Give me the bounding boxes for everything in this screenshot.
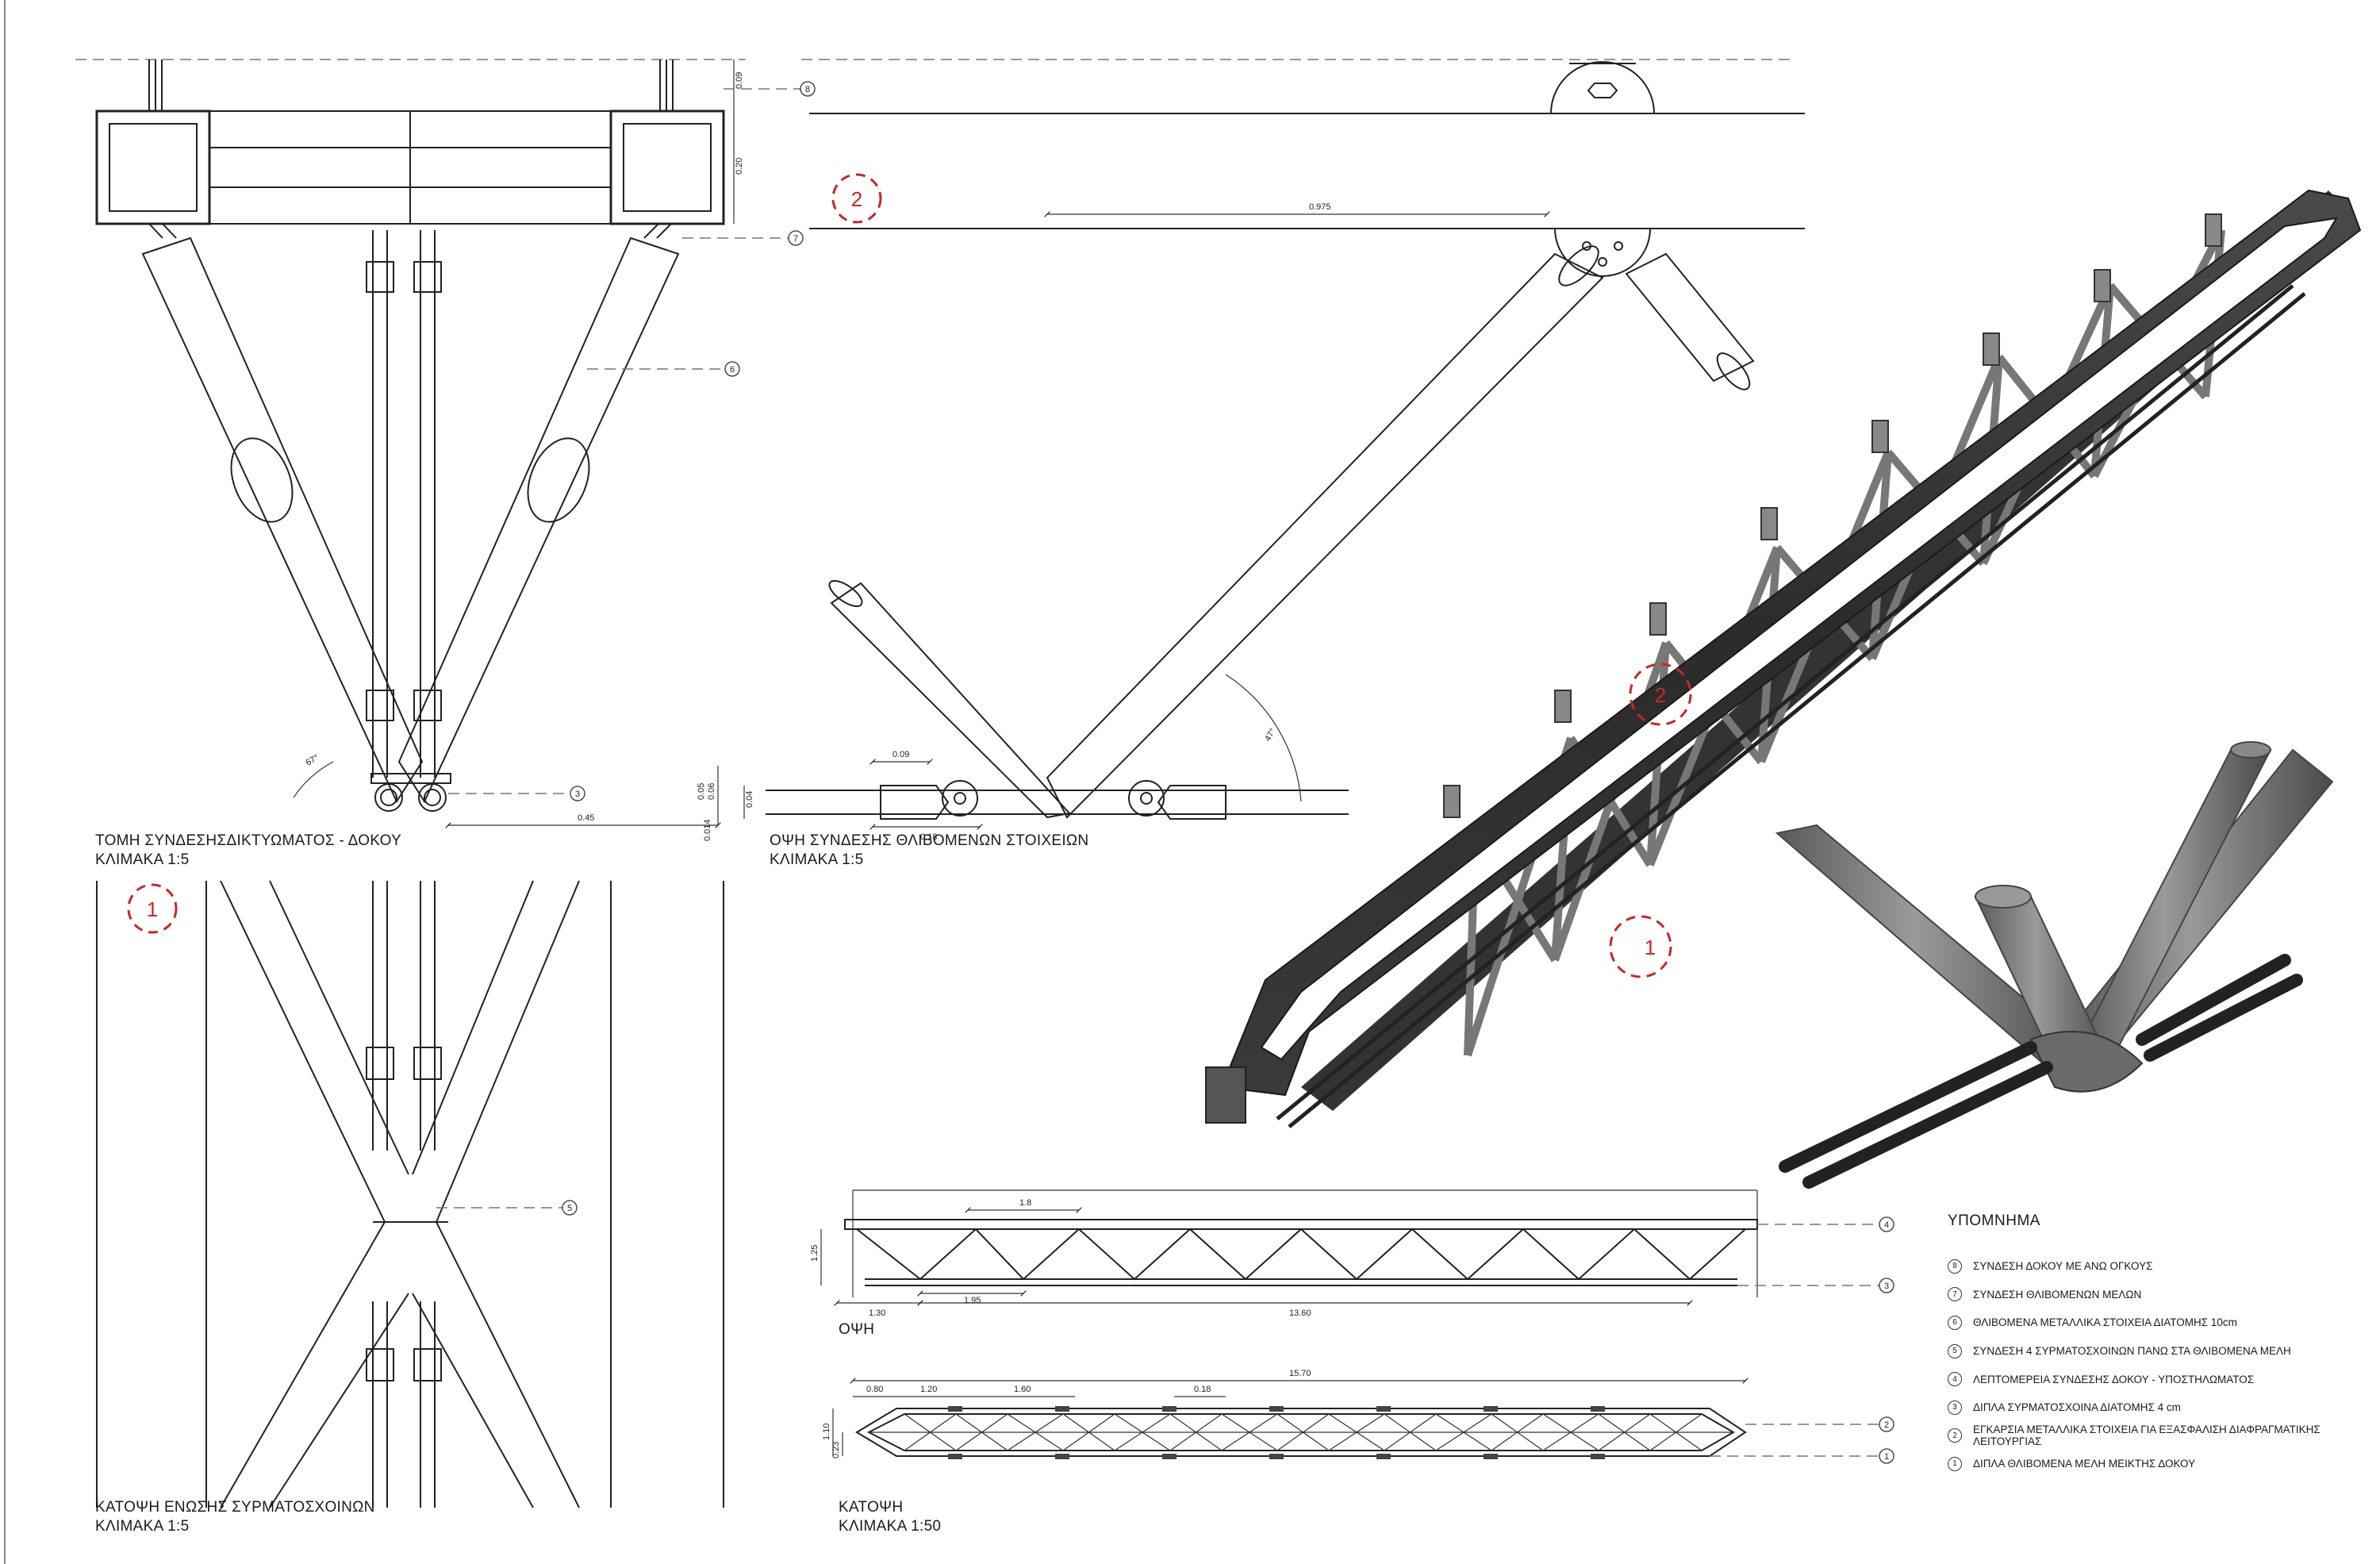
plan-title-text: ΚΑΤΟΨΗ [839,1499,904,1516]
legend-text: ΣΥΝΔΕΣΗ 4 ΣΥΡΜΑΤΟΣΧΟΙΝΩΝ ΠΑΝΩ ΣΤΑ ΘΛΙΒΟΜ… [1973,1345,2291,1358]
legend-item: 5 ΣΥΝΔΕΣΗ 4 ΣΥΡΜΑΤΟΣΧΟΙΝΩΝ ΠΑΝΩ ΣΤΑ ΘΛΙΒ… [1948,1337,2376,1366]
render-marker-2-label: 2 [1655,683,1666,707]
legend-number: 5 [1948,1343,1962,1358]
legend-number: 6 [1948,1315,1962,1330]
node-3d-render [1775,741,2334,1189]
legend-text: ΣΥΝΔΕΣΗ ΘΛΙΒΟΜΕΝΩΝ ΜΕΛΩΝ [1973,1288,2142,1301]
elevation-dim-top: 1.8 [1019,1198,1031,1208]
plan-cables-view-title: ΚΑΤΟΨΗ ΕΝΩΣΗΣ ΣΥΡΜΑΤΟΣΧΟΙΝΩΝ ΚΛΙΜΑΚΑ 1:5 [95,1498,375,1536]
callout-3a: 3 [575,790,580,799]
section-dim-1: 0.09 [735,72,744,89]
legend-number: 7 [1948,1287,1962,1302]
section-dim-5: 0.06 [707,783,716,800]
render-marker-2 [1629,663,1692,726]
callout-6: 6 [730,365,735,375]
legend-number: 3 [1948,1400,1962,1415]
plan-dim-total: 15.70 [1289,1369,1311,1378]
detail-marker-2-label: 2 [851,187,862,211]
legend-item: 3 ΔΙΠΛΑ ΣΥΡΜΑΤΟΣΧΟΙΝΑ ΔΙΑΤΟΜΗΣ 4 cm [1948,1393,2376,1422]
truss-3d-render: 2 1 [1205,189,2362,1128]
elevation-dim-b: 1.95 [964,1296,981,1305]
legend-text: ΕΓΚΑΡΣΙΑ ΜΕΤΑΛΛΙΚΑ ΣΤΟΙΧΕΙΑ ΓΙΑ ΕΞΑΣΦΑΛΙ… [1973,1424,2320,1448]
elevation-detail-dim-3: 0.18 [920,832,937,842]
section-dim-6: 0.014 [703,819,712,841]
section-dim-2: 0.20 [735,158,744,175]
elevation-detail-dim-2: 0.09 [892,750,909,759]
elevation-dim-c: 13.60 [1289,1308,1311,1318]
elevation-detail-scale-text: ΚΛΙΜΑΚΑ 1:5 [770,851,864,868]
legend-item: 6 ΘΛΙΒΟΜΕΝΑ ΜΕΤΑΛΛΙΚΑ ΣΤΟΙΧΕΙΑ ΔΙΑΤΟΜΗΣ … [1948,1308,2376,1337]
elevation-detail-dim-4: 0.04 [745,791,754,808]
plan-dim-c: 1.60 [1014,1385,1031,1394]
section-view: 67° 0.09 0.20 0.45 0.05 0.06 0.014 8 7 6… [75,59,816,841]
elevation-dim-a: 1.30 [869,1308,885,1318]
callout-8: 8 [805,85,810,94]
legend-text: ΔΙΠΛΑ ΘΛΙΒΟΜΕΝΑ ΜΕΛΗ ΜΕΙΚΤΗΣ ΔΟΚΟΥ [1973,1458,2196,1470]
section-dim-4: 0.05 [697,783,706,800]
elevation-view-title: ΟΨΗ [839,1320,874,1339]
callout-2: 2 [1884,1420,1889,1430]
legend-number: 8 [1948,1259,1962,1274]
legend-text: ΣΥΝΔΕΣΗ ΔΟΚΟΥ ΜΕ ΑΝΩ ΟΓΚΟΥΣ [1973,1260,2153,1273]
elevation-dim-height: 1.25 [810,1245,820,1262]
legend-item: 2 ΕΓΚΑΡΣΙΑ ΜΕΤΑΛΛΙΚΑ ΣΤΟΙΧΕΙΑ ΓΙΑ ΕΞΑΣΦΑ… [1948,1422,2376,1451]
section-view-title: ΤΟΜΗ ΣΥΝΔΕΣΗΣΔΙΚΤΥΩΜΑΤΟΣ - ΔΟΚΟΥ ΚΛΙΜΑΚΑ… [95,832,401,870]
section-angle: 67° [305,753,321,768]
elevation-view: 1.8 1.25 1.30 1.95 13.60 4 3 [810,1189,1894,1318]
legend-item: 7 ΣΥΝΔΕΣΗ ΘΛΙΒΟΜΕΝΩΝ ΜΕΛΩΝ [1948,1281,2376,1309]
elevation-detail-title-text: ΟΨΗ ΣΥΝΔΕΣΗΣ ΘΛΙΒΟΜΕΝΩΝ ΣΤΟΙΧΕΙΩΝ [770,832,1089,849]
plan-dim-a: 0.80 [866,1385,883,1394]
render-marker-1-label: 1 [1645,936,1656,959]
plan-cables-view: 5 1 [96,880,724,1508]
section-title-text: ΤΟΜΗ ΣΥΝΔΕΣΗΣΔΙΚΤΥΩΜΑΤΟΣ - ΔΟΚΟΥ [95,832,402,849]
section-dim-3: 0.45 [578,813,594,823]
legend-title: ΥΠΟΜΝΗΜΑ [1948,1212,2040,1229]
detail-marker-1 [127,883,178,934]
detail-marker-1-label: 1 [147,897,158,921]
callout-1: 1 [1884,1452,1889,1462]
callout-7: 7 [793,234,798,244]
legend-text: ΛΕΠΤΟΜΕΡΕΙΑ ΣΥΝΔΕΣΗΣ ΔΟΚΟΥ - ΥΠΟΣΤΗΛΩΜΑΤ… [1973,1373,2255,1385]
legend-number: 2 [1948,1428,1962,1443]
plan-cables-title-text: ΚΑΤΟΨΗ ΕΝΩΣΗΣ ΣΥΡΜΑΤΟΣΧΟΙΝΩΝ [95,1499,375,1516]
legend-number: 1 [1948,1456,1962,1471]
callout-5: 5 [567,1204,572,1213]
plan-view-title: ΚΑΤΟΨΗ ΚΛΙΜΑΚΑ 1:50 [839,1498,941,1536]
legend-text: ΔΙΠΛΑ ΣΥΡΜΑΤΟΣΧΟΙΝΑ ΔΙΑΤΟΜΗΣ 4 cm [1973,1401,2181,1414]
plan-view: 15.70 0.80 1.20 1.60 0.18 1.10 0.23 2 [822,1369,1894,1464]
legend: ΥΠΟΜΝΗΜΑ 8 ΣΥΝΔΕΣΗ ΔΟΚΟΥ ΜΕ ΑΝΩ ΟΓΚΟΥΣ 7… [1948,1212,2376,1478]
elevation-detail-view: 47° 0.975 0.09 0.18 0.04 2 [743,59,1805,842]
render-marker-1 [1609,915,1672,978]
plan-dim-d: 0.18 [1194,1385,1211,1394]
legend-text: ΘΛΙΒΟΜΕΝΑ ΜΕΤΑΛΛΙΚΑ ΣΤΟΙΧΕΙΑ ΔΙΑΤΟΜΗΣ 10… [1973,1316,2237,1329]
elevation-detail-dim-1: 0.975 [1309,202,1331,212]
plan-dim-e: 0.23 [831,1442,841,1458]
callout-3b: 3 [1884,1282,1889,1291]
plan-scale-text: ΚΛΙΜΑΚΑ 1:50 [839,1518,942,1535]
legend-number: 4 [1948,1372,1962,1387]
plan-dim-h: 1.10 [822,1424,831,1440]
legend-item: 4 ΛΕΠΤΟΜΕΡΕΙΑ ΣΥΝΔΕΣΗΣ ΔΟΚΟΥ - ΥΠΟΣΤΗΛΩΜ… [1948,1365,2376,1393]
legend-item: 1 ΔΙΠΛΑ ΘΛΙΒΟΜΕΝΑ ΜΕΛΗ ΜΕΙΚΤΗΣ ΔΟΚΟΥ [1948,1450,2376,1478]
elevation-detail-angle: 47° [1263,727,1278,743]
elevation-detail-view-title: ΟΨΗ ΣΥΝΔΕΣΗΣ ΘΛΙΒΟΜΕΝΩΝ ΣΤΟΙΧΕΙΩΝ ΚΛΙΜΑΚ… [770,832,1088,870]
callout-4: 4 [1884,1220,1889,1230]
plan-cables-scale-text: ΚΛΙΜΑΚΑ 1:5 [95,1518,190,1535]
section-scale-text: ΚΛΙΜΑΚΑ 1:5 [95,851,190,868]
elevation-title-text: ΟΨΗ [839,1321,875,1338]
detail-marker-2 [831,173,882,224]
plan-dim-b: 1.20 [920,1385,937,1394]
legend-item: 8 ΣΥΝΔΕΣΗ ΔΟΚΟΥ ΜΕ ΑΝΩ ΟΓΚΟΥΣ [1948,1252,2376,1281]
